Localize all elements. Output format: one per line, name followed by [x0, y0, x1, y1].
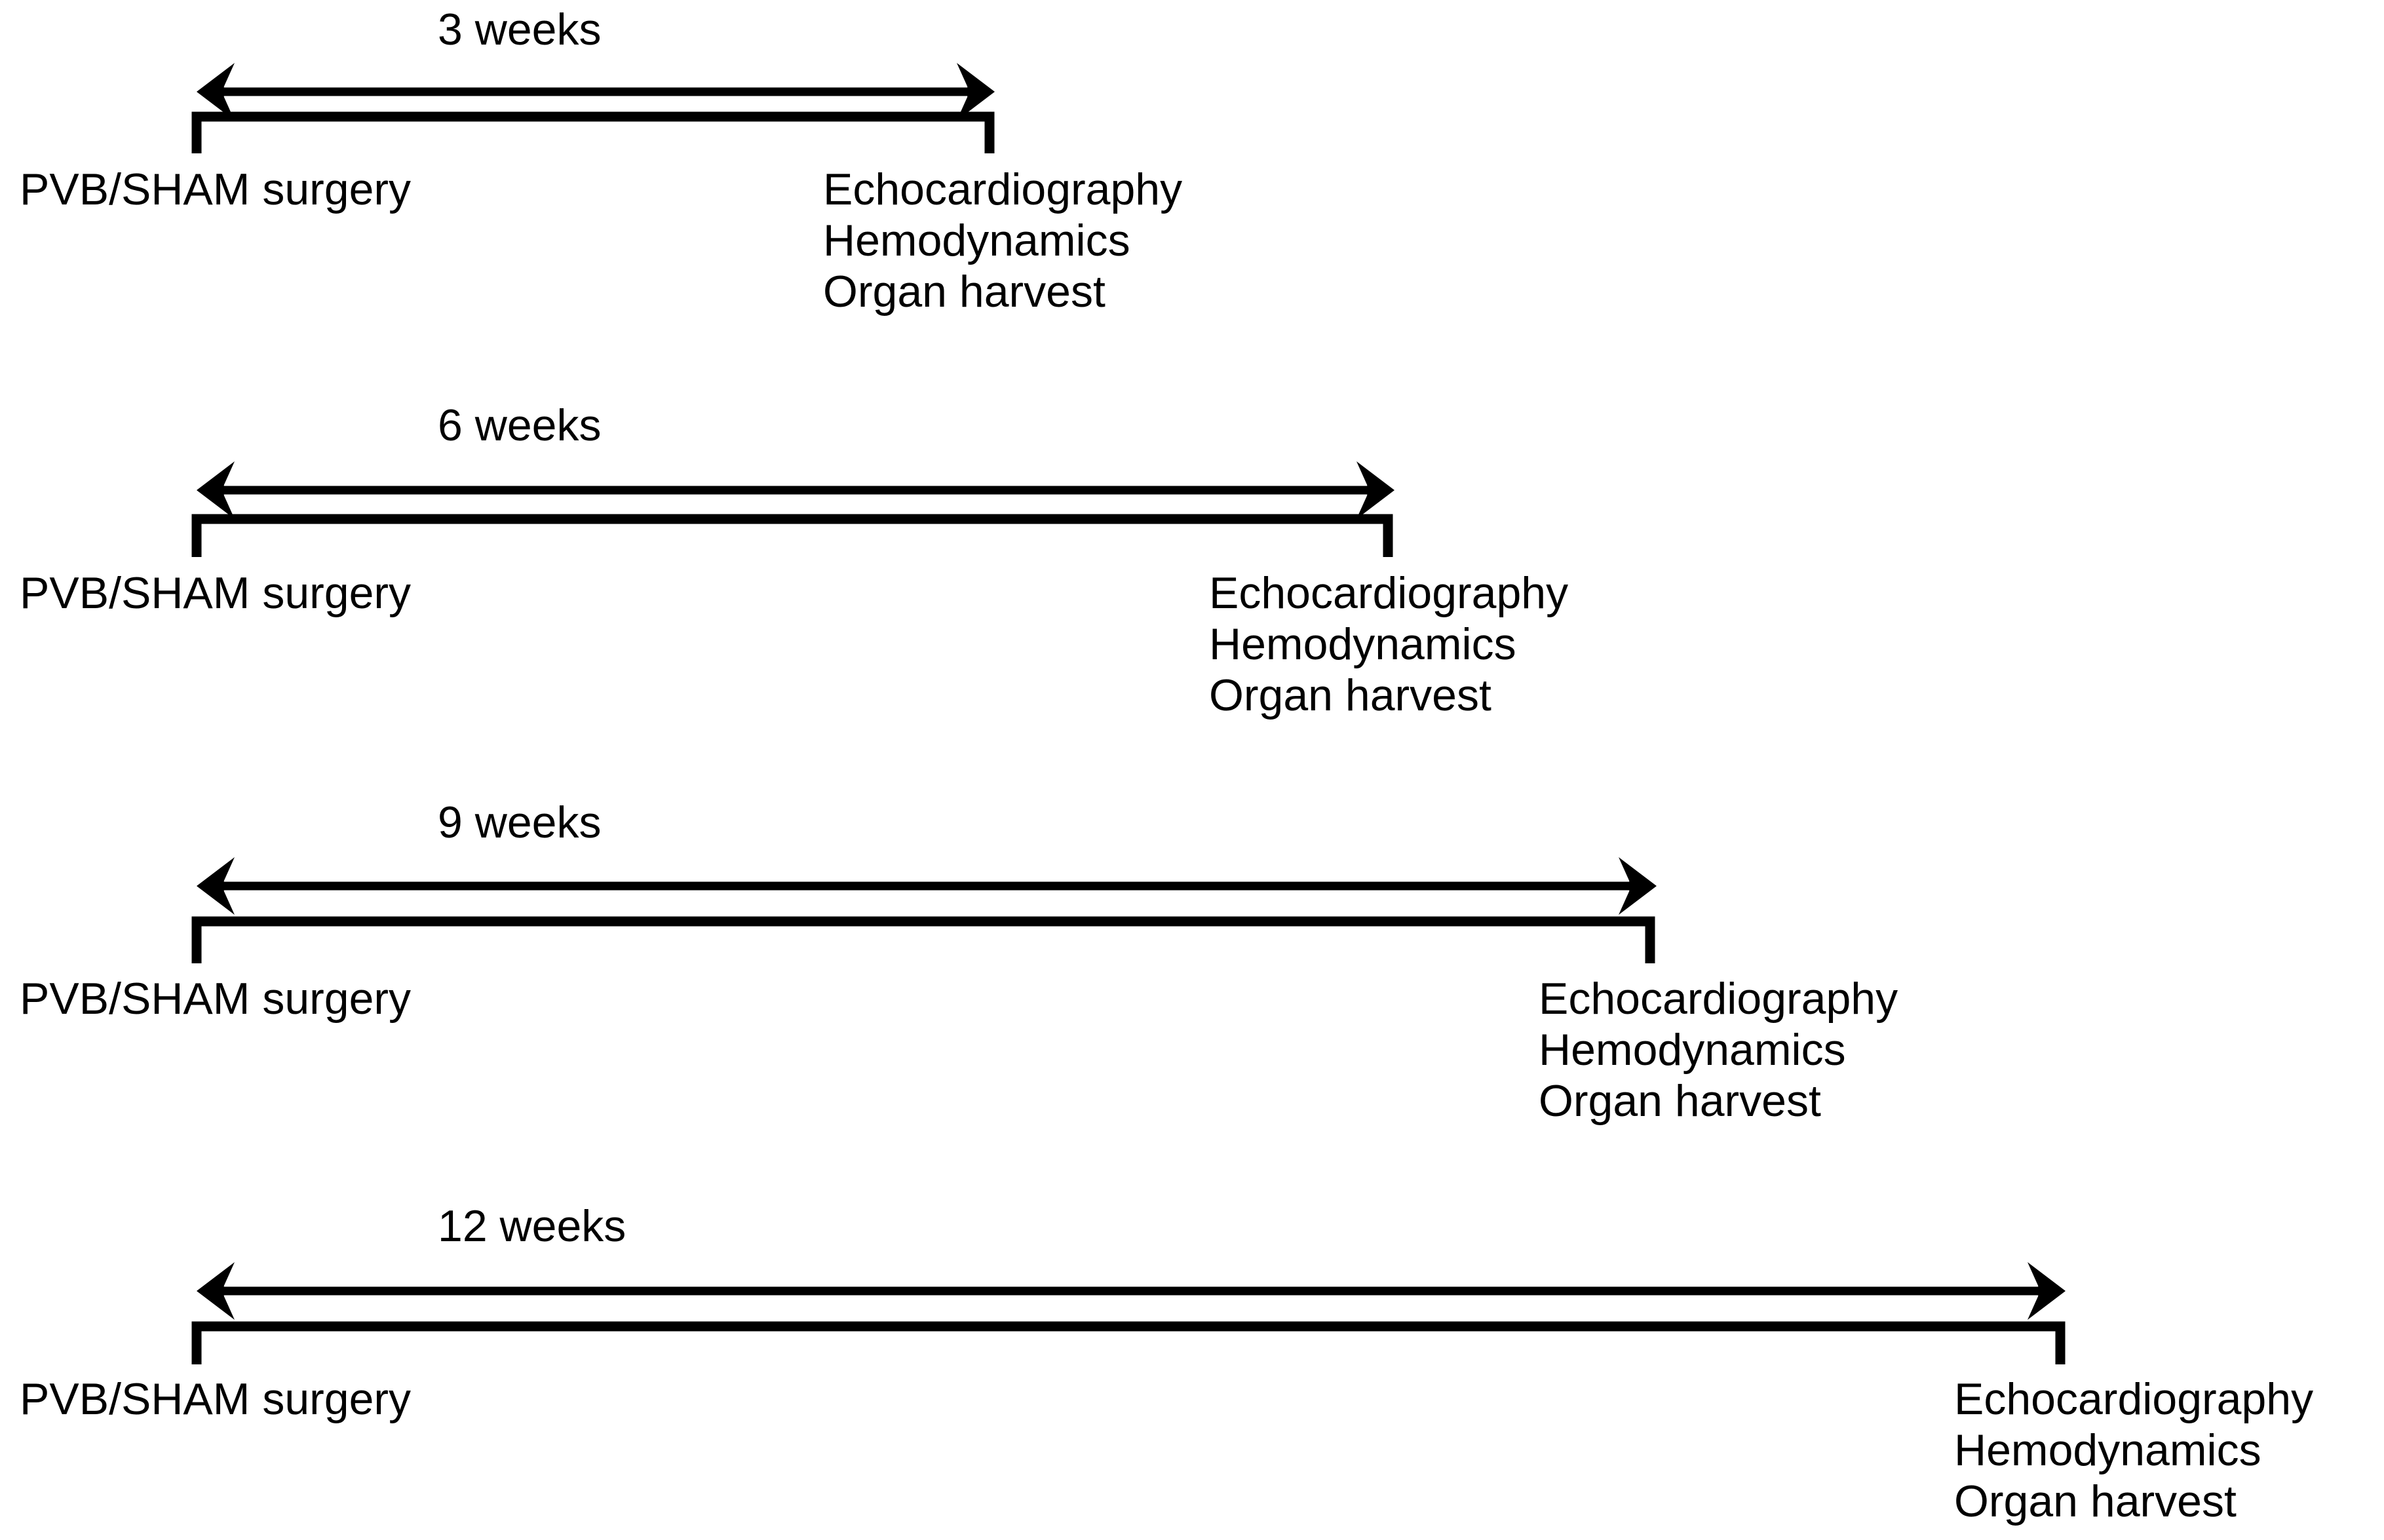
bracket-path	[191, 514, 1393, 557]
arrow-head-left	[197, 63, 235, 121]
start-event-label-12-weeks: PVB/SHAM surgery	[20, 1374, 412, 1424]
end-event-line: Hemodynamics	[1209, 619, 1516, 669]
duration-label-6-weeks: 6 weeks	[438, 400, 602, 450]
timeline-arrow-3-weeks	[197, 63, 995, 121]
bracket-path	[191, 111, 995, 153]
duration-label-3-weeks: 3 weeks	[438, 5, 602, 54]
end-event-line: Organ harvest	[823, 267, 1105, 317]
timeline-arrow-12-weeks	[197, 1262, 2066, 1320]
end-event-line: Hemodynamics	[823, 216, 1130, 265]
timeline-arrow-9-weeks	[197, 857, 1657, 915]
timeline-bracket-6-weeks	[191, 514, 1393, 557]
end-event-line: Echocardiography	[1539, 974, 1898, 1024]
end-event-line: Organ harvest	[1954, 1476, 2237, 1526]
end-event-line: Echocardiography	[1954, 1374, 2314, 1424]
bracket-path	[191, 1321, 2066, 1364]
timeline-bracket-3-weeks	[191, 111, 995, 153]
start-event-label-6-weeks: PVB/SHAM surgery	[20, 568, 412, 618]
timeline-bracket-12-weeks	[191, 1321, 2066, 1364]
arrow-head-left	[197, 1262, 235, 1320]
arrow-head-right	[1619, 857, 1657, 915]
end-event-line: Echocardiography	[1209, 568, 1569, 618]
arrow-head-left	[197, 857, 235, 915]
start-event-label-9-weeks: PVB/SHAM surgery	[20, 974, 412, 1024]
timeline-bracket-9-weeks	[191, 916, 1655, 963]
end-event-line: Organ harvest	[1209, 670, 1491, 720]
duration-label-9-weeks: 9 weeks	[438, 798, 602, 847]
bracket-path	[191, 916, 1655, 963]
timeline-arrow-6-weeks	[197, 461, 1394, 519]
end-event-line: Hemodynamics	[1539, 1025, 1846, 1075]
end-event-line: Echocardiography	[823, 164, 1183, 214]
start-event-label-3-weeks: PVB/SHAM surgery	[20, 164, 412, 214]
arrow-head-left	[197, 461, 235, 519]
arrow-head-right	[957, 63, 995, 121]
end-event-line: Organ harvest	[1539, 1076, 1821, 1126]
duration-label-12-weeks: 12 weeks	[438, 1201, 626, 1251]
arrow-head-right	[1356, 461, 1394, 519]
end-event-line: Hemodynamics	[1954, 1425, 2261, 1475]
arrow-head-right	[2028, 1262, 2066, 1320]
